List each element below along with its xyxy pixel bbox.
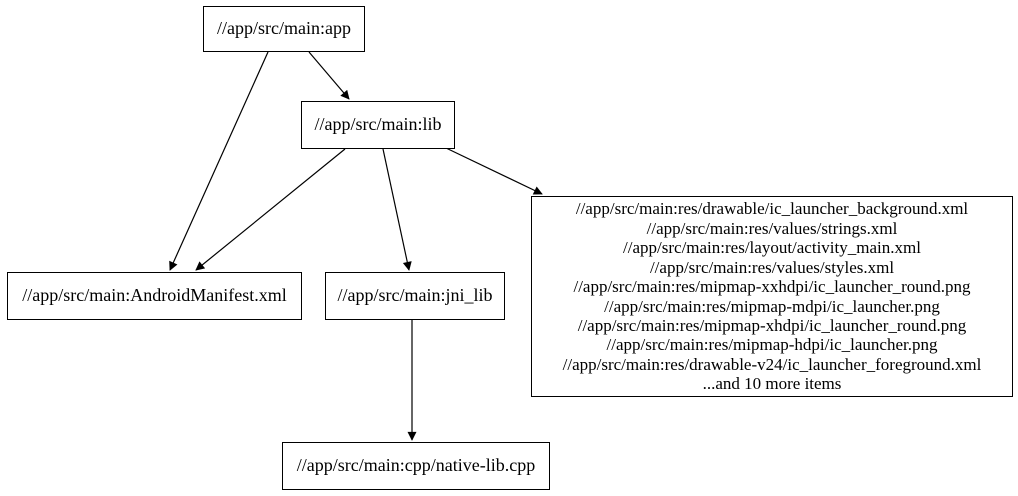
node-android-manifest: //app/src/main:AndroidManifest.xml <box>7 272 302 320</box>
resource-line: //app/src/main:res/drawable-v24/ic_launc… <box>562 354 982 374</box>
resource-line: //app/src/main:res/values/styles.xml <box>649 257 895 277</box>
resource-line: //app/src/main:res/mipmap-xxhdpi/ic_laun… <box>573 277 971 297</box>
node-jni-lib: //app/src/main:jni_lib <box>325 272 505 320</box>
node-lib: //app/src/main:lib <box>301 101 455 149</box>
node-android-manifest-label: //app/src/main:AndroidManifest.xml <box>22 285 287 306</box>
resource-line: //app/src/main:res/values/strings.xml <box>646 218 898 238</box>
node-resources: //app/src/main:res/drawable/ic_launcher_… <box>531 196 1013 397</box>
resource-line: //app/src/main:res/layout/activity_main.… <box>623 238 921 258</box>
edge-app-manifest <box>169 51 269 271</box>
node-native-lib-cpp-label: //app/src/main:cpp/native-lib.cpp <box>296 455 536 476</box>
node-native-lib-cpp: //app/src/main:cpp/native-lib.cpp <box>282 442 550 490</box>
node-lib-label: //app/src/main:lib <box>314 114 442 135</box>
edge-app-lib <box>308 51 350 100</box>
edge-lib-jnilib <box>382 148 412 271</box>
resource-line-more-items: ...and 10 more items <box>702 374 842 394</box>
node-app: //app/src/main:app <box>203 6 365 52</box>
edge-lib-resources <box>445 147 543 195</box>
node-jni-lib-label: //app/src/main:jni_lib <box>337 285 493 306</box>
resource-line: //app/src/main:res/mipmap-hdpi/ic_launch… <box>606 335 938 355</box>
node-app-label: //app/src/main:app <box>217 18 351 39</box>
resource-line: //app/src/main:res/mipmap-xhdpi/ic_launc… <box>577 315 967 335</box>
resource-line: //app/src/main:res/mipmap-mdpi/ic_launch… <box>604 296 940 316</box>
resource-line: //app/src/main:res/drawable/ic_launcher_… <box>575 199 969 219</box>
edge-lib-manifest <box>195 148 346 271</box>
